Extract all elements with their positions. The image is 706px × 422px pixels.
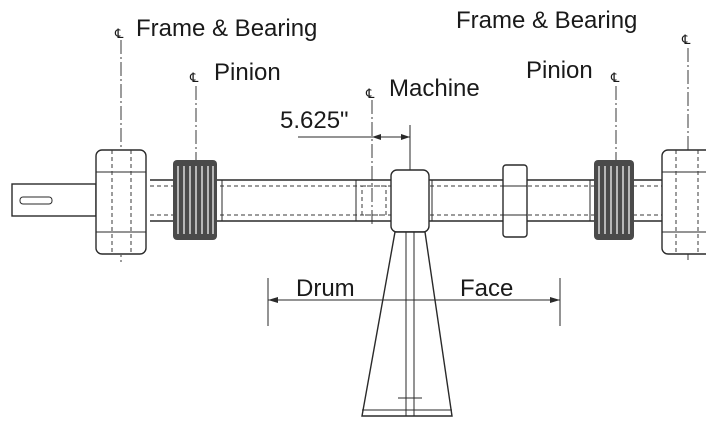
label-machine: Machine: [389, 75, 480, 102]
label-pinion-left: Pinion: [214, 59, 281, 86]
bearing-block-left: [95, 149, 147, 255]
bearing-block-right: [661, 149, 706, 255]
pinion-gear-right: [594, 160, 634, 240]
centerline-symbol-frame-right: ℄: [681, 33, 691, 48]
centerline-symbol-machine: ℄: [365, 87, 375, 102]
centerline-symbol-frame-left: ℄: [114, 27, 124, 42]
shaft-step-hidden: [361, 185, 387, 216]
left-shaft-extension: [11, 183, 97, 217]
label-offset-dimension: 5.625": [280, 107, 349, 134]
label-drum: Drum: [296, 275, 355, 302]
label-frame-bearing-right: Frame & Bearing: [456, 7, 637, 34]
shaft-collar: [502, 164, 528, 238]
centerline-symbol-pinion-right: ℄: [610, 71, 620, 86]
pinion-gear-left: [173, 160, 217, 240]
label-face: Face: [460, 275, 513, 302]
drum-support: [361, 169, 453, 417]
label-pinion-right: Pinion: [526, 57, 593, 84]
drum-face-dimension: [267, 278, 561, 326]
centerline-symbol-pinion-left: ℄: [189, 71, 199, 86]
offset-dimension: [298, 125, 411, 170]
label-frame-bearing-left: Frame & Bearing: [136, 15, 317, 42]
